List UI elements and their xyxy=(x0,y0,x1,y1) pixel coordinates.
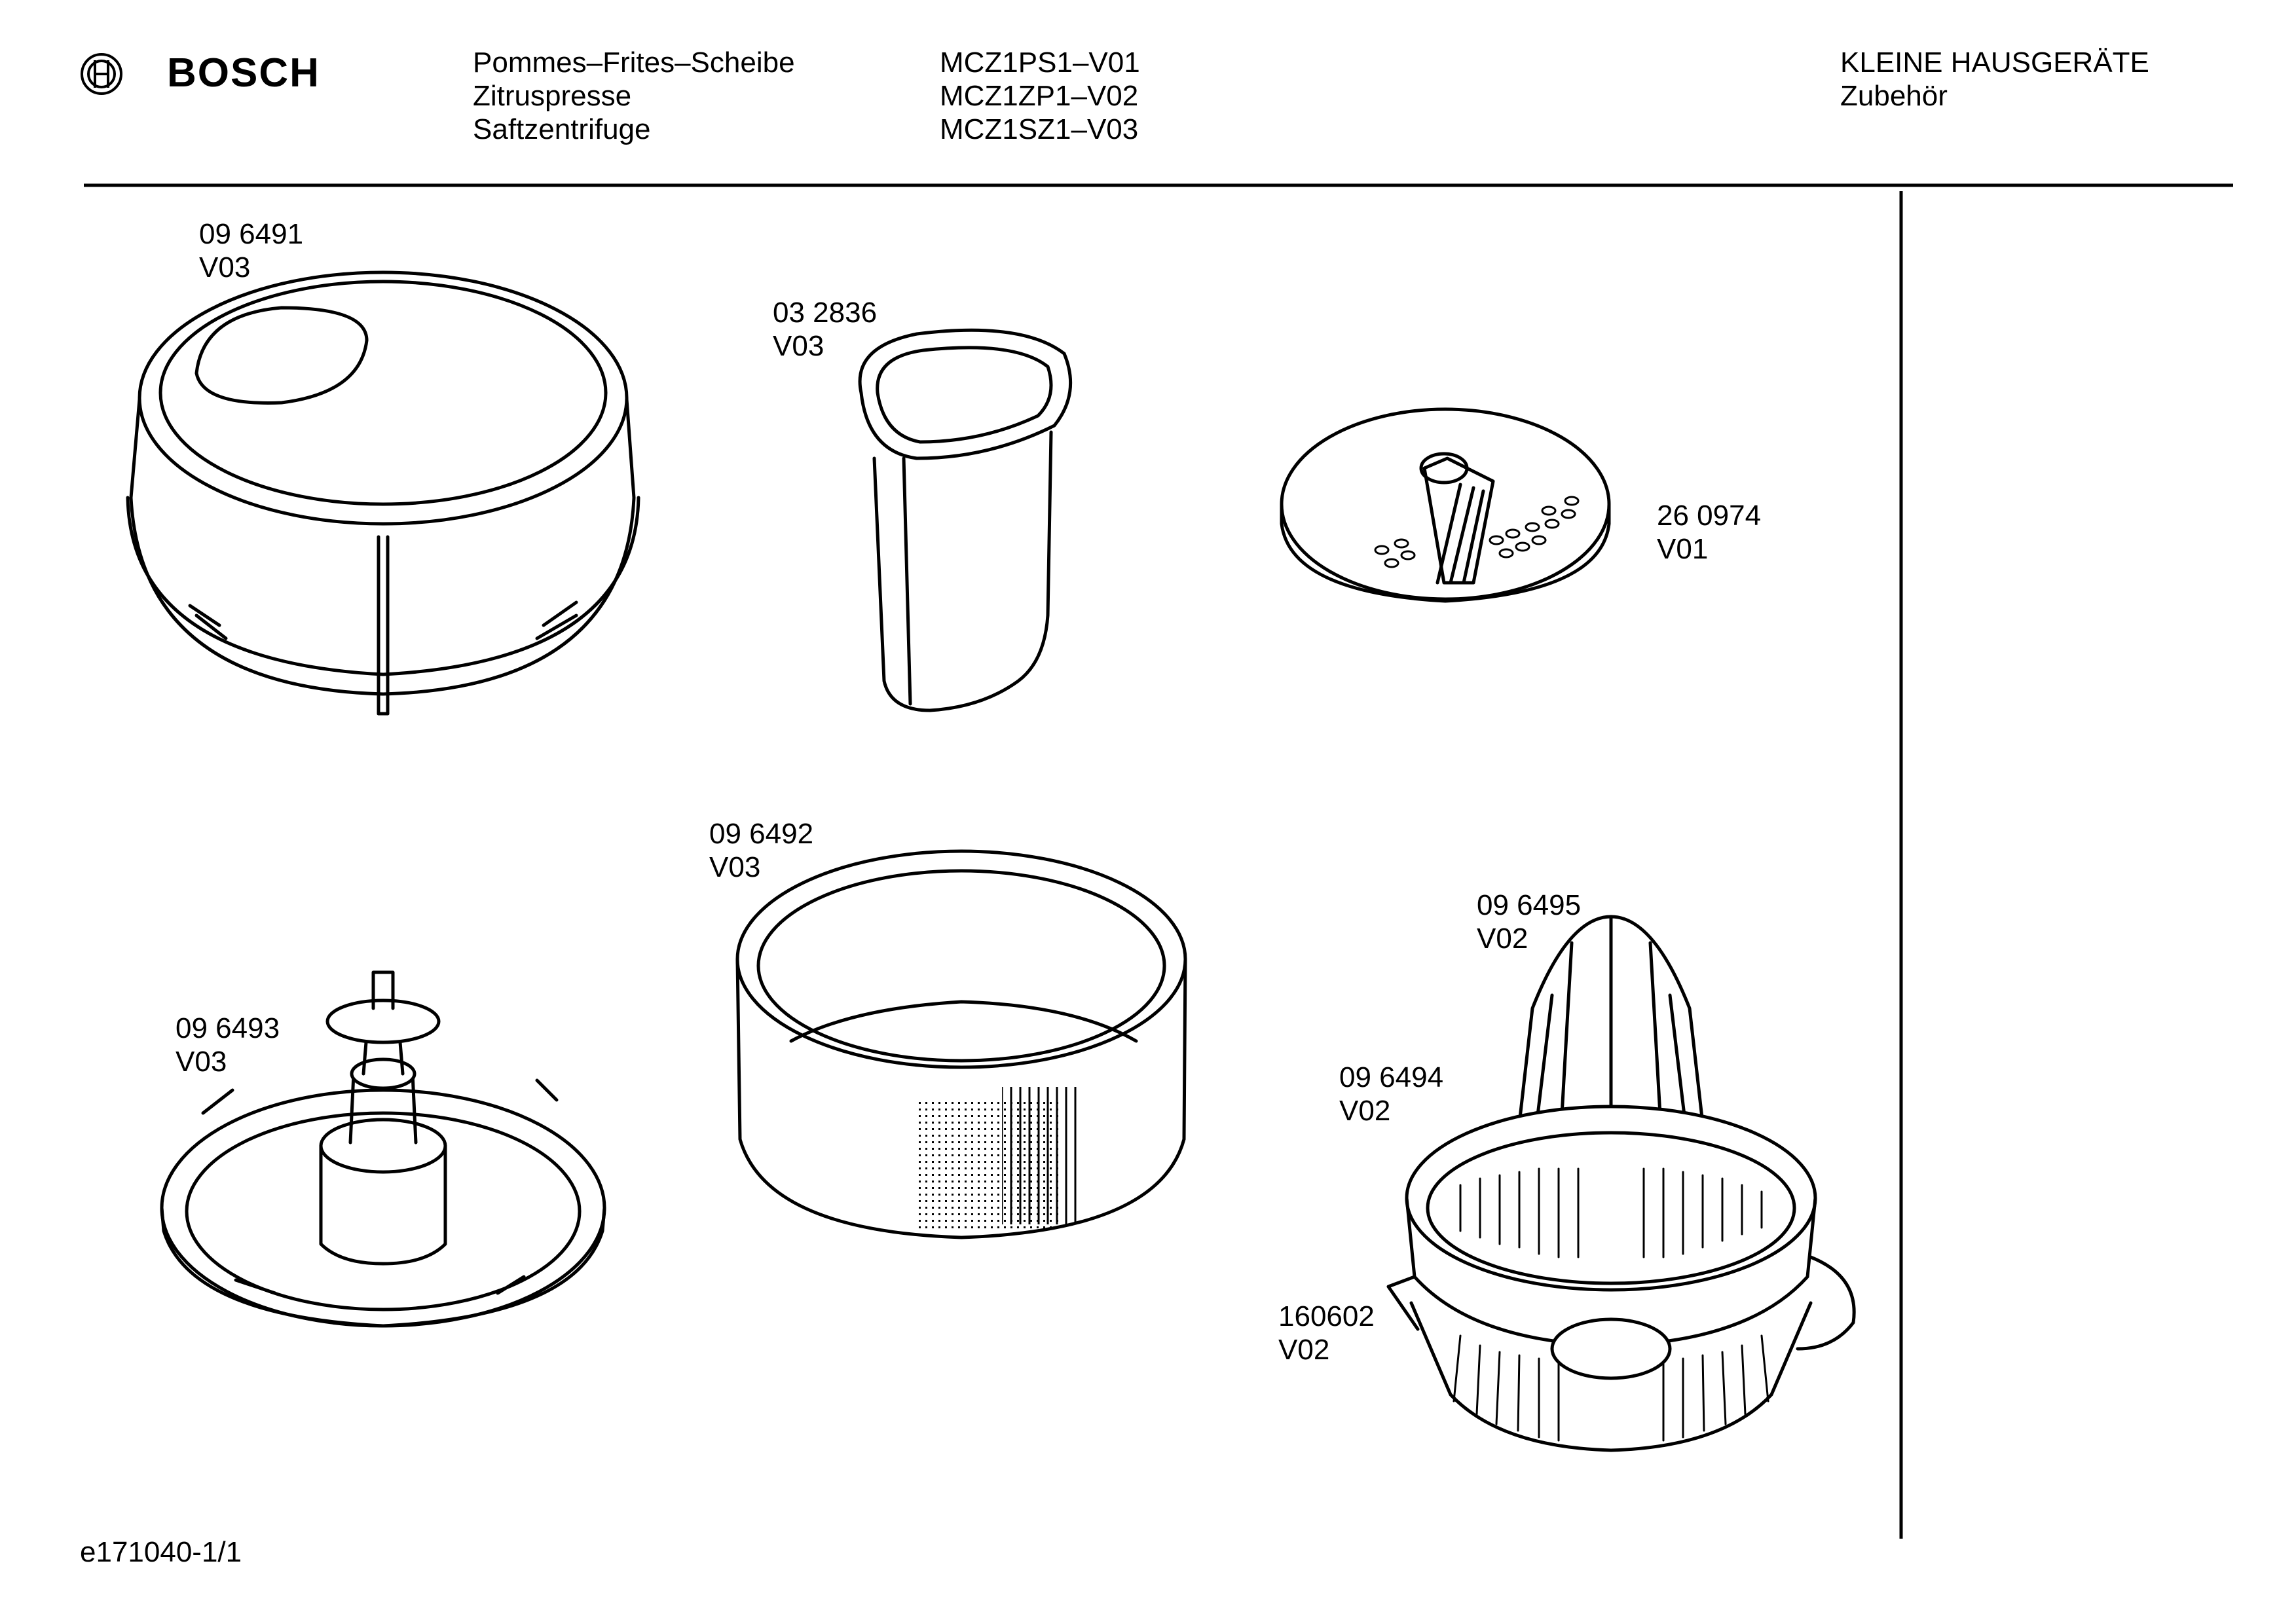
part-number: 09 6491 xyxy=(199,218,304,250)
document-id: e171040-1/1 xyxy=(80,1536,242,1568)
part-version: V03 xyxy=(176,1046,227,1078)
model-line: MCZ1PS1–V01 xyxy=(940,46,1140,79)
part-version: V03 xyxy=(199,251,251,284)
header-descriptions: Pommes–Frites–Scheibe Zitruspresse Saftz… xyxy=(473,46,795,146)
part-number: 09 6494 xyxy=(1339,1061,1444,1093)
part-number: 09 6493 xyxy=(176,1012,280,1044)
part-number: 09 6495 xyxy=(1477,889,1582,921)
part-label-bowl: 09 6494 V02 xyxy=(1339,1061,1443,1127)
bosch-armature-icon xyxy=(81,53,122,95)
brand-name: BOSCH xyxy=(167,50,320,96)
part-label-cover: 09 6491 V03 xyxy=(199,217,303,284)
part-number: 26 0974 xyxy=(1657,500,1762,532)
french-fry-disc xyxy=(1280,407,1611,603)
description-line: Zitruspresse xyxy=(473,80,632,112)
part-version: V02 xyxy=(1339,1095,1391,1127)
food-pusher xyxy=(858,328,1073,712)
part-label-pusher: 03 2836 V03 xyxy=(773,296,877,363)
model-line: MCZ1SZ1–V03 xyxy=(940,113,1139,145)
part-label-base: 09 6493 V03 xyxy=(176,1012,280,1078)
juicer-ring xyxy=(735,849,1187,1239)
part-version: V01 xyxy=(1657,533,1709,565)
part-version: V02 xyxy=(1278,1334,1330,1366)
bosch-logo: BOSCH xyxy=(79,50,327,97)
cover-lid xyxy=(126,270,640,716)
part-label-ring: 09 6492 V03 xyxy=(709,817,813,884)
part-version: V03 xyxy=(773,330,824,362)
category-title: KLEINE HAUSGERÄTE xyxy=(1840,46,2149,79)
part-label-fry-disc: 26 0974 V01 xyxy=(1657,499,1761,566)
part-number: 03 2836 xyxy=(773,297,878,329)
part-version: V02 xyxy=(1477,923,1528,955)
part-number: 160602 xyxy=(1278,1300,1375,1332)
model-line: MCZ1ZP1–V02 xyxy=(940,80,1139,112)
description-line: Saftzentrifuge xyxy=(473,113,651,145)
part-label-strainer: 160602 V02 xyxy=(1278,1300,1375,1366)
header-models: MCZ1PS1–V01 MCZ1ZP1–V02 MCZ1SZ1–V03 xyxy=(940,46,1140,146)
description-line: Pommes–Frites–Scheibe xyxy=(473,46,795,79)
category-subtitle: Zubehör xyxy=(1840,80,1948,112)
header-category: KLEINE HAUSGERÄTE Zubehör xyxy=(1840,46,2149,113)
juice-bowl-strainer xyxy=(1386,1105,1856,1452)
part-label-cone: 09 6495 V02 xyxy=(1477,888,1581,955)
part-version: V03 xyxy=(709,851,761,883)
part-number: 09 6492 xyxy=(709,818,814,850)
juicer-base-spindle xyxy=(160,970,606,1328)
